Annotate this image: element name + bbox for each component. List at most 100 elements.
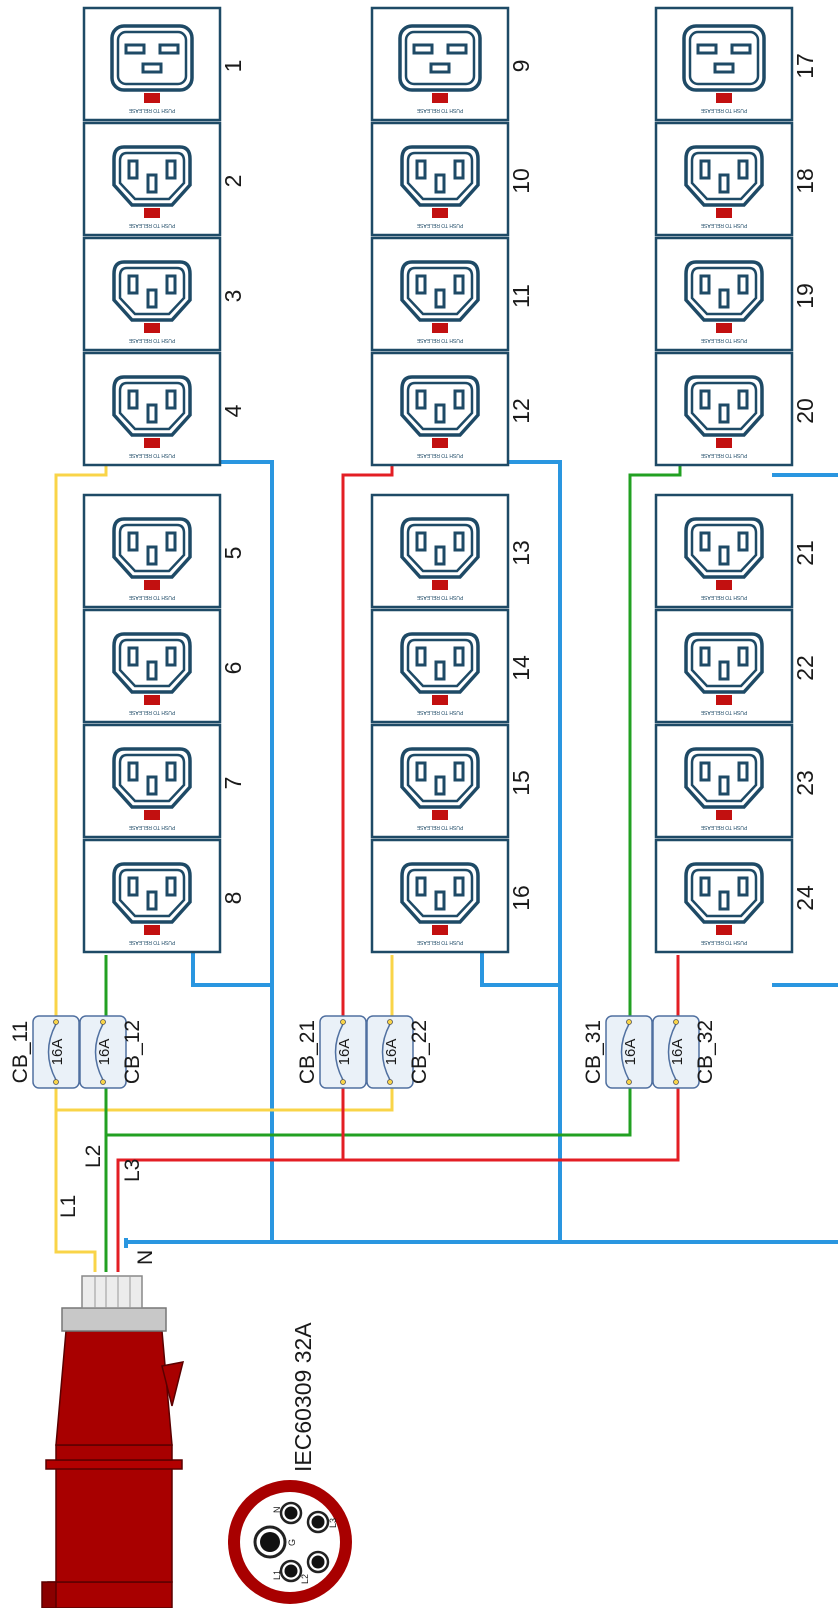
breaker-contact-icon	[667, 1023, 677, 1081]
release-label: PUSH TO RELEASE	[416, 709, 463, 715]
breaker-contact-icon	[334, 1023, 344, 1081]
release-label: PUSH TO RELEASE	[128, 107, 175, 113]
release-button	[144, 208, 160, 218]
outlet-number: 17	[792, 53, 818, 79]
release-label: PUSH TO RELEASE	[128, 452, 175, 458]
outlet-frame	[370, 121, 510, 237]
release-label: PUSH TO RELEASE	[416, 939, 463, 945]
outlet-6: PUSH TO RELEASE 6	[82, 608, 246, 724]
release-label: PUSH TO RELEASE	[416, 107, 463, 113]
outlet-number: 15	[508, 770, 534, 796]
breaker-rating: 16A	[669, 1039, 686, 1066]
l2-to-bank3-top	[628, 462, 682, 1022]
release-label: PUSH TO RELEASE	[700, 824, 747, 830]
breaker-contact-icon	[620, 1023, 630, 1081]
l1-feed	[54, 1082, 97, 1272]
breaker-body	[652, 1015, 700, 1089]
outlet-number: 2	[220, 175, 246, 188]
l3-feed	[116, 1082, 680, 1272]
outlet-number: 24	[792, 885, 818, 911]
breaker-cb_21: 16A CB_21	[296, 1015, 367, 1089]
outlet-number: 6	[220, 662, 246, 675]
outlet-frame	[654, 723, 794, 839]
release-button	[432, 810, 448, 820]
outlet-frame	[370, 351, 510, 467]
breaker-cb_32: 16A CB_32	[652, 1015, 717, 1089]
release-label: PUSH TO RELEASE	[700, 107, 747, 113]
release-button	[716, 810, 732, 820]
l1-to-bank1-top	[54, 462, 108, 1082]
release-label: PUSH TO RELEASE	[416, 337, 463, 343]
pin-label-g: G	[287, 1539, 297, 1546]
release-button	[432, 208, 448, 218]
outlet-number: 13	[508, 540, 534, 566]
release-label: PUSH TO RELEASE	[700, 709, 747, 715]
outlet-frame	[654, 493, 794, 609]
outlet-17: PUSH TO RELEASE 17	[654, 6, 818, 122]
l3-to-bank2-top	[341, 462, 394, 1022]
outlet-frame	[82, 723, 222, 839]
outlet-frame	[654, 608, 794, 724]
breaker-rating: 16A	[96, 1039, 113, 1066]
outlet-number: 16	[508, 885, 534, 911]
release-label: PUSH TO RELEASE	[700, 337, 747, 343]
release-button	[716, 438, 732, 448]
breaker-body	[366, 1015, 414, 1089]
release-button	[716, 580, 732, 590]
outlet-frame	[82, 608, 222, 724]
outlet-9: PUSH TO RELEASE 9	[370, 6, 534, 122]
release-button	[144, 438, 160, 448]
release-label: PUSH TO RELEASE	[128, 939, 175, 945]
release-button	[716, 695, 732, 705]
outlet-number: 12	[508, 398, 534, 424]
pin-label-l1: L1	[272, 1570, 282, 1580]
release-button	[144, 810, 160, 820]
release-label: PUSH TO RELEASE	[700, 222, 747, 228]
breaker-rating: 16A	[383, 1039, 400, 1066]
outlet-number: 9	[508, 60, 534, 73]
release-label: PUSH TO RELEASE	[128, 709, 175, 715]
breaker-name: CB_32	[694, 1020, 717, 1084]
breaker-cb_12: 16A CB_12	[79, 1015, 144, 1089]
outlet-number: 20	[792, 398, 818, 424]
release-button	[716, 925, 732, 935]
breaker-body	[32, 1015, 80, 1089]
outlet-frame	[82, 838, 222, 954]
outlet-frame	[82, 236, 222, 352]
outlet-8: PUSH TO RELEASE 8	[82, 838, 246, 954]
breaker-body	[605, 1015, 653, 1089]
release-button	[144, 93, 160, 103]
release-label: PUSH TO RELEASE	[416, 594, 463, 600]
outlet-frame	[82, 351, 222, 467]
release-button	[432, 695, 448, 705]
outlet-number: 8	[220, 892, 246, 905]
breaker-name: CB_22	[408, 1020, 431, 1084]
breaker-name: CB_12	[121, 1020, 144, 1084]
release-button	[432, 438, 448, 448]
outlet-frame	[654, 236, 794, 352]
wire-label-l2: L2	[82, 1145, 105, 1168]
release-button	[144, 580, 160, 590]
breaker-contact-icon	[47, 1023, 57, 1081]
release-label: PUSH TO RELEASE	[128, 594, 175, 600]
breaker-rating: 16A	[336, 1039, 353, 1066]
outlet-frame	[654, 838, 794, 954]
plug-face-diagram: N L3 G L1 L2	[228, 1480, 352, 1604]
breaker-name: CB_21	[296, 1020, 319, 1084]
breaker-rating: 16A	[622, 1039, 639, 1066]
outlet-number: 3	[220, 290, 246, 303]
outlet-number: 11	[508, 284, 534, 308]
release-button	[144, 323, 160, 333]
pin-label-l3: L3	[328, 1518, 338, 1528]
